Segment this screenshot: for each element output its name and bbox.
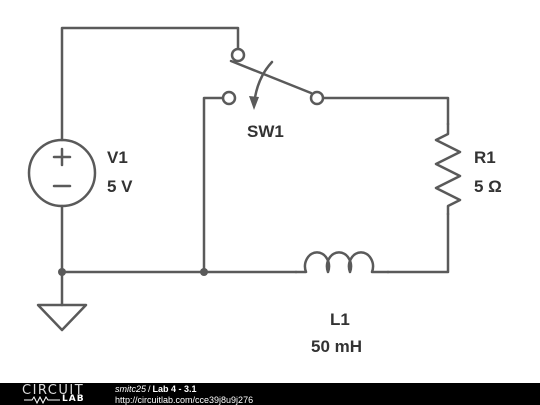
v1-ref-label: V1 — [107, 148, 128, 167]
wire-right-top — [322, 96, 450, 126]
author-name[interactable]: smitc25 — [115, 384, 147, 394]
v1-value-label: 5 V — [107, 177, 133, 196]
plus-sign — [52, 147, 72, 167]
wire-top — [60, 26, 240, 142]
l1-ref-label: L1 — [330, 310, 350, 329]
junction-dot-middle — [200, 268, 208, 276]
project-title[interactable]: Lab 4 - 3.1 — [152, 384, 197, 394]
inductor-L1 — [294, 251, 390, 274]
switch-terminal-common — [230, 47, 246, 63]
sw1-ref-label: SW1 — [247, 122, 284, 141]
project-credit: smitc25/Lab 4 - 3.1 — [115, 384, 197, 394]
junction-dot-left — [58, 268, 66, 276]
resistor-R1 — [434, 122, 462, 216]
switch-blade — [229, 59, 313, 95]
ground-symbol — [36, 303, 88, 332]
l1-value-label: 50 mH — [311, 337, 362, 356]
resistor-logo-icon — [24, 396, 60, 404]
logo-text-lab: LAB — [62, 394, 85, 404]
footer-bar: CIRCUIT LAB smitc25/Lab 4 - 3.1 http://c… — [0, 383, 540, 405]
circuitlab-logo[interactable]: CIRCUIT LAB — [22, 383, 102, 405]
r1-value-label: 5 Ω — [474, 177, 502, 196]
logo-text-circuit: CIRCUIT — [22, 383, 85, 398]
project-url[interactable]: http://circuitlab.com/cce39j8u9j276 — [115, 395, 254, 405]
switch-terminal-right — [309, 90, 325, 106]
wire-switch-left — [202, 96, 224, 274]
voltage-source-V1 — [27, 138, 97, 208]
wire-right-bottom — [386, 212, 450, 274]
switch-arrow-head — [249, 96, 259, 110]
credit-separator: / — [148, 384, 151, 394]
switch-terminal-left — [221, 90, 237, 106]
r1-ref-label: R1 — [474, 148, 496, 167]
